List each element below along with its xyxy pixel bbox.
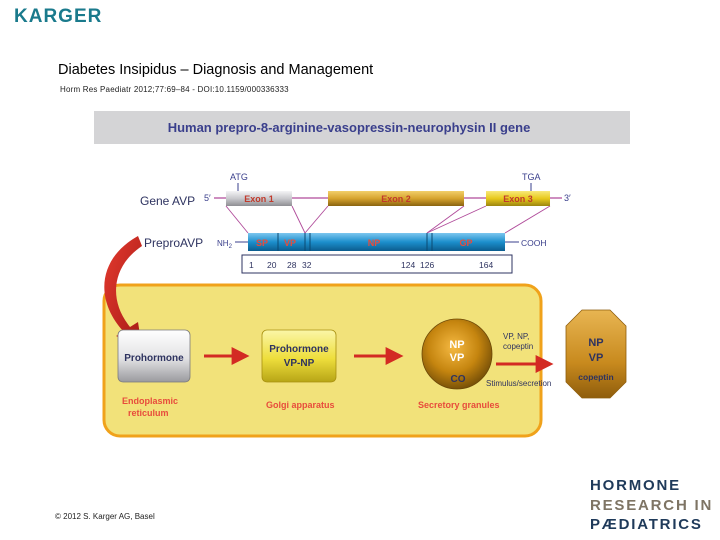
golgi-prohormone-label: Prohormone [269,344,329,355]
stimulus-label: Stimulus/secretion [486,379,551,388]
position-20: 20 [267,260,277,270]
granules-caption: Secretory granules [418,400,500,410]
cooh-label: COOH [521,238,547,248]
segment-gp: GP [459,238,472,248]
exon-2 [328,191,464,206]
tga-label: TGA [522,172,541,182]
released-copeptin-label: copeptin [578,372,613,382]
segment-vp: VP [284,238,296,248]
granule-vp-label: VP [450,352,465,364]
exon-3-label: Exon 3 [503,194,533,204]
journal-logo: HORMONE RESEARCH IN PÆDIATRICS [590,476,713,535]
position-28: 28 [287,260,297,270]
release-note: copeptin [503,342,533,351]
copyright-notice: © 2012 S. Karger AG, Basel [55,512,155,521]
journal-logo-line: PÆDIATRICS [590,516,703,533]
exon-connectors [225,205,551,234]
exon-1-label: Exon 1 [244,194,274,204]
prohormone-box [117,329,191,383]
exon-1 [226,191,292,206]
golgi-vpnp-label: VP-NP [284,358,315,369]
journal-logo-line: RESEARCH IN [590,496,714,514]
er-caption: reticulum [128,408,169,418]
released-vp-label: VP [589,352,604,364]
curved-arrow-icon [104,236,142,348]
golgi-box [261,329,337,383]
prohormone-label: Prohormone [124,353,184,364]
position-124: 124 [401,260,415,270]
prepro-avp-label: PreproAVP [144,236,203,250]
position-164: 164 [479,260,493,270]
position-1: 1 [249,260,254,270]
prepro-avp-bar [248,233,505,251]
position-32: 32 [302,260,312,270]
five-prime-label: 5′ [204,193,211,203]
release-note: VP, NP, [503,332,529,341]
slide-title: Diabetes Insipidus – Diagnosis and Manag… [58,62,374,78]
three-prime-label: 3′ [564,193,571,203]
gene-avp-label: Gene AVP [140,194,195,208]
segment-np: NP [368,238,381,248]
released-hormone-octagon [565,309,627,399]
granule-co-label: CO [451,374,466,385]
position-ruler [241,254,513,274]
journal-logo-line: HORMONE [590,477,681,494]
gene-banner-text: Human prepro-8-arginine-vasopressin-neur… [168,120,531,135]
golgi-caption: Golgi apparatus [266,400,335,410]
granule-np-label: NP [449,339,464,351]
citation: Horm Res Paediatr 2012;77:69–84 - DOI:10… [60,85,289,94]
released-np-label: NP [588,337,603,349]
position-126: 126 [420,260,434,270]
segment-sp: SP [256,238,268,248]
secretory-granule [421,318,493,390]
karger-logo: KARGER [14,6,103,27]
atg-label: ATG [230,172,248,182]
exon-2-label: Exon 2 [381,194,411,204]
er-caption: Endoplasmic [122,396,178,406]
nh2-label: NH2 [217,239,233,250]
exon-3 [486,191,550,206]
gene-banner [94,111,630,144]
